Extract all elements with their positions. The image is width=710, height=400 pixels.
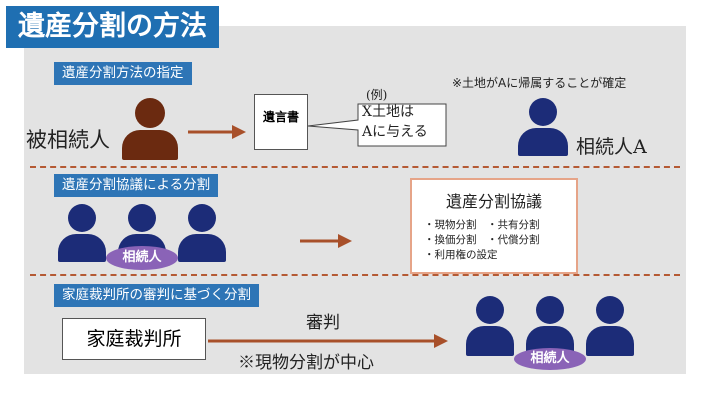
section-label-designation: 遺産分割方法の指定 [54, 62, 192, 85]
heirs-badge: 相続人 [514, 348, 586, 370]
decedent-label: 被相続人 [26, 128, 110, 152]
heir-person-icon [586, 296, 634, 358]
family-court-label: 家庭裁判所 [86, 328, 182, 350]
diagram-title: 遺産分割の方法 [6, 6, 219, 48]
agreement-box-title: 遺産分割協議 [445, 192, 542, 211]
heir-a-label: 相続人A [576, 136, 647, 158]
callout-text-2: Aに与える [362, 124, 428, 140]
section-divider-1 [30, 166, 680, 168]
heir-a-person-icon [518, 98, 568, 158]
section-divider-2 [30, 274, 680, 276]
method-list-line-2: ・換価分割 ・代償分割 [424, 234, 540, 246]
callout-text-1: X土地は [362, 104, 414, 120]
heir-person-icon [178, 204, 226, 264]
arrow-to-agreement [300, 234, 352, 248]
family-court-box: 家庭裁判所 [62, 318, 206, 360]
callout-bubble [307, 103, 447, 147]
example-label: (例) [366, 88, 388, 102]
court-note: ※現物分割が中心 [238, 353, 374, 373]
heir-person-icon [466, 296, 514, 358]
designation-note: ※土地がAに帰属することが確定 [452, 76, 627, 90]
method-list-line-1: ・現物分割 ・共有分割 [424, 219, 540, 231]
ruling-label: 審判 [306, 313, 340, 333]
method-list-line-3: ・利用権の設定 [424, 249, 498, 261]
agreement-box: 遺産分割協議 ・現物分割 ・共有分割 ・換価分割 ・代償分割 ・利用権の設定 [410, 178, 578, 274]
heir-person-icon [58, 204, 106, 264]
section-label-court: 家庭裁判所の審判に基づく分割 [54, 284, 259, 307]
arrow-to-will [188, 125, 246, 139]
will-document: 遺言書 [254, 94, 308, 150]
arrow-to-heirs [208, 334, 448, 348]
decedent-person-icon [122, 98, 178, 162]
section-label-agreement: 遺産分割協議による分割 [54, 174, 219, 197]
heirs-badge: 相続人 [106, 246, 178, 270]
will-label: 遺言書 [262, 110, 299, 124]
